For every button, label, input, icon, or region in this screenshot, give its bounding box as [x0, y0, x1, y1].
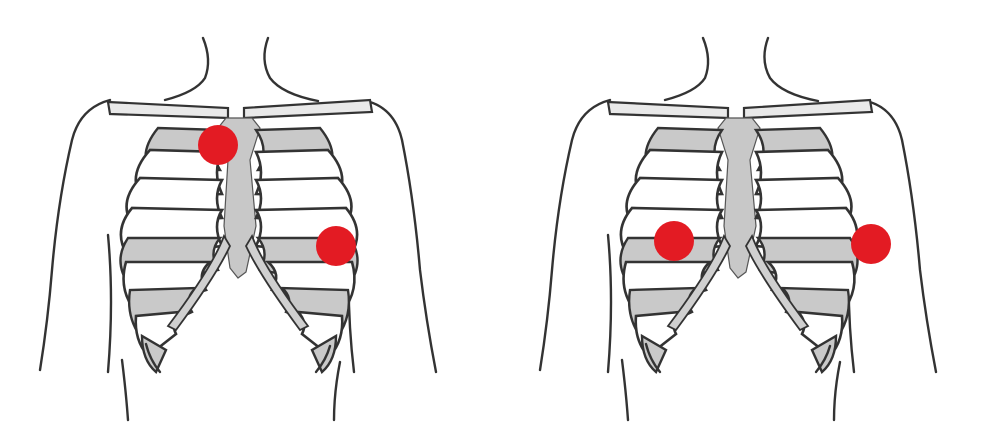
right-lateral-chest-electrode — [654, 221, 694, 261]
torso-illustration — [538, 36, 938, 422]
figure-right-electrode-placement — [500, 0, 1000, 431]
torso-illustration — [38, 36, 438, 422]
left-lower-chest-electrode — [316, 226, 356, 266]
right-upper-chest-electrode — [198, 125, 238, 165]
figure-left-electrode-placement — [38, 36, 438, 422]
left-lateral-chest-electrode — [851, 224, 891, 264]
